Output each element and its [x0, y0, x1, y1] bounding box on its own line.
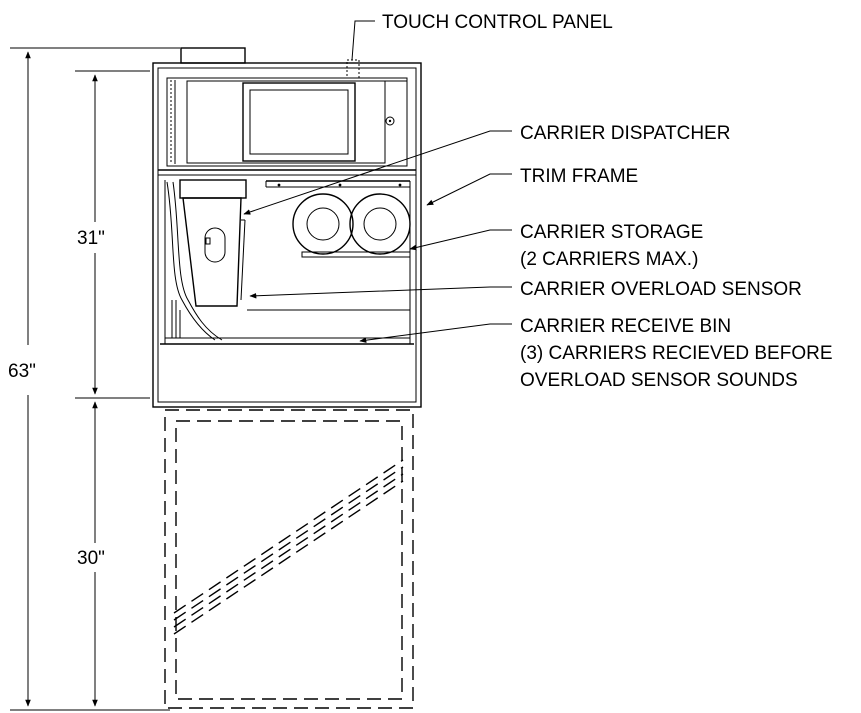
touch-control-panel-label: TOUCH CONTROL PANEL — [382, 12, 613, 33]
stand-height-label: 30" — [77, 548, 105, 569]
carrier-receive-bin-note-2: OVERLOAD SENSOR SOUNDS — [520, 370, 798, 391]
carrier-receive-bin — [160, 180, 414, 345]
carrier-dispatcher — [166, 179, 247, 341]
dimension-cabinet-height — [75, 70, 150, 399]
dimension-overall-height — [10, 47, 180, 711]
carrier-receive-bin-label: CARRIER RECEIVE BIN — [520, 316, 731, 337]
trim-frame-label: TRIM FRAME — [520, 166, 638, 187]
touch-control-panel — [166, 59, 408, 167]
carrier-storage-label: CARRIER STORAGE — [520, 222, 703, 243]
carrier-overload-sensor-label: CARRIER OVERLOAD SENSOR — [520, 279, 802, 300]
overall-height-label: 63" — [8, 361, 36, 382]
leader-lines — [243, 20, 512, 343]
cabinet-height-label: 31" — [77, 228, 105, 249]
cabinet-stand-dashed — [164, 409, 414, 709]
carrier-receive-bin-note-1: (3) CARRIERS RECIEVED BEFORE — [520, 343, 833, 364]
carrier-dispatcher-label: CARRIER DISPATCHER — [520, 123, 730, 144]
cabinet-body — [152, 47, 422, 408]
carrier-storage — [265, 180, 411, 258]
carrier-storage-note: (2 CARRIERS MAX.) — [520, 249, 698, 270]
